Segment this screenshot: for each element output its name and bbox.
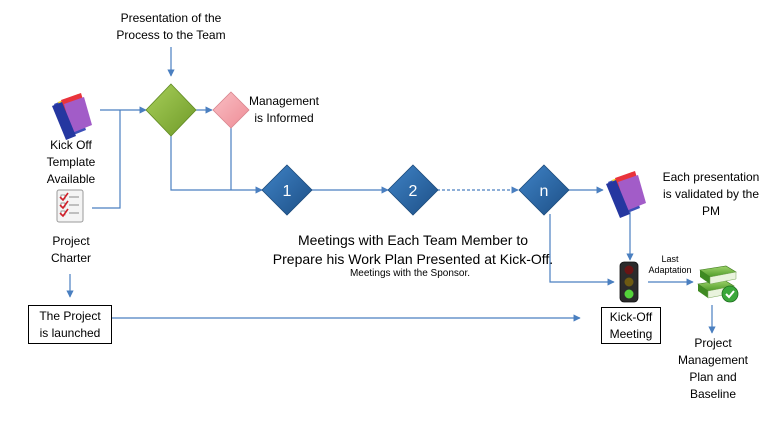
management-line-2: is Informed <box>254 111 314 125</box>
project-charter-line-2: Charter <box>50 251 91 265</box>
kickoff-template-line-2: Template <box>46 155 96 169</box>
last-adaptation-line-1: Last <box>661 254 679 264</box>
arrow-green-to-node1 <box>170 135 263 194</box>
project-launched-box: The Project is launched <box>28 305 112 344</box>
last-adaptation-line-2: Adaptation <box>648 265 692 275</box>
node-label-n: n <box>540 183 549 200</box>
node-diamond-n <box>518 164 570 216</box>
pm-plan-line-3: Plan and <box>689 370 737 384</box>
validated-label: Each presentation is validated by the PM <box>654 169 768 220</box>
arrow-noden-to-light <box>549 214 615 286</box>
decision-diamond-pink <box>212 91 250 129</box>
project-launched-line-1: The Project <box>39 308 101 323</box>
validated-line-2: is validated by the <box>662 187 760 201</box>
presentation-label-line-2: Process to the Team <box>116 28 226 42</box>
traffic-light-icon <box>619 261 639 303</box>
project-charter-label: Project Charter <box>40 233 102 267</box>
folder-icon-presentations <box>606 171 646 218</box>
last-adaptation-label: Last Adaptation <box>644 254 696 276</box>
decision-diamond-green <box>145 83 197 137</box>
line-charter-to-green <box>92 110 121 209</box>
node-label-1: 1 <box>283 183 292 200</box>
kickoff-template-line-3: Available <box>46 172 96 186</box>
checklist-icon <box>56 189 84 223</box>
management-label: Management is Informed <box>245 93 323 127</box>
meetings-team-line-1: Meetings with Each Team Member to <box>297 232 529 248</box>
kickoff-meeting-line-2: Meeting <box>609 326 653 341</box>
folder-icon <box>52 93 92 140</box>
node-diamond-1 <box>261 164 313 216</box>
kickoff-meeting-line-1: Kick-Off <box>609 309 653 324</box>
project-launched-line-2: is launched <box>39 325 101 340</box>
presentation-label-line-1: Presentation of the <box>120 11 222 25</box>
presentation-label: Presentation of the Process to the Team <box>108 10 234 44</box>
pm-plan-line-1: Project <box>694 336 732 350</box>
kickoff-template-label: Kick Off Template Available <box>40 137 102 188</box>
kickoff-meeting-box: Kick-Off Meeting <box>601 307 661 344</box>
meetings-team-line-2: Prepare his Work Plan Presented at Kick-… <box>272 251 554 267</box>
project-charter-line-1: Project <box>52 234 90 248</box>
pm-plan-line-2: Management <box>677 353 749 367</box>
meetings-sponsor-label: Meetings with the Sponsor. <box>349 268 471 279</box>
node-label-2: 2 <box>409 183 418 200</box>
meetings-team-label: Meetings with Each Team Member to Prepar… <box>258 231 568 269</box>
pm-plan-line-4: Baseline <box>689 387 737 401</box>
pm-plan-label: Project Management Plan and Baseline <box>670 335 756 403</box>
connectors <box>66 47 716 334</box>
validated-line-3: PM <box>702 204 720 218</box>
node-diamond-2 <box>387 164 439 216</box>
kickoff-template-line-1: Kick Off <box>50 138 92 152</box>
management-line-1: Management <box>248 94 320 108</box>
validated-line-1: Each presentation <box>662 170 760 184</box>
books-check-icon <box>697 265 739 303</box>
